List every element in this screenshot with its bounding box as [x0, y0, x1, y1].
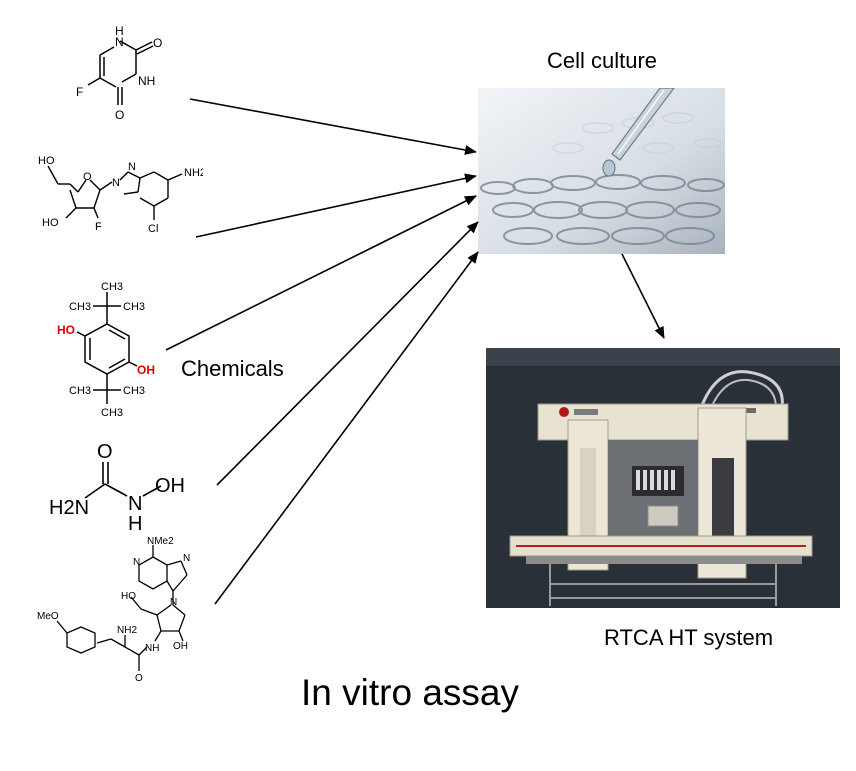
atom-h: H — [128, 513, 142, 532]
cell-culture-photo — [478, 88, 725, 254]
atom-o: O — [83, 171, 92, 183]
atom-n: N — [112, 177, 120, 189]
atom-n: N — [128, 493, 142, 515]
atom-h2n: H2N — [49, 497, 89, 519]
atom-ho: HO — [42, 217, 59, 229]
atom-ch3: CH3 — [69, 301, 91, 313]
chemical-structure-puromycin: NMe2 N N N HO OH MeO NH2 NH O — [37, 536, 190, 684]
arrow-chem4-to-culture — [216, 221, 479, 486]
atom-o: O — [97, 441, 113, 463]
atom-n: N — [133, 557, 140, 568]
arrow-chem1-to-culture — [189, 98, 477, 155]
atom-ch3: CH3 — [101, 281, 123, 293]
atom-nh2: NH2 — [117, 625, 137, 636]
rtca-instrument-photo — [486, 348, 840, 608]
hydroxyl-ho: HO — [57, 323, 75, 337]
atom-nh2: NH2 — [184, 167, 203, 179]
atom-ch3: CH3 — [101, 407, 123, 419]
atom-n: N — [183, 553, 190, 564]
atom-o: O — [135, 673, 143, 684]
atom-nh: NH — [138, 74, 155, 88]
chemical-structure-hydroquinone: CH3 CH3 CH3 CH3 CH3 CH3 HO OH — [57, 281, 155, 419]
hydroxyl-oh: OH — [137, 363, 155, 377]
atom-n: N — [115, 35, 124, 49]
atom-meo: MeO — [37, 611, 59, 622]
arrow-chem3-to-culture — [165, 195, 477, 351]
arrow-culture-to-rtca — [621, 253, 665, 339]
rtca-system-label: RTCA HT system — [604, 625, 774, 650]
arrow-chem2-to-culture — [195, 173, 477, 238]
atom-nme2: NMe2 — [147, 536, 174, 547]
atom-oh: OH — [173, 641, 188, 652]
chemical-structure-fluorouracil: H N O NH O F — [76, 25, 162, 122]
atom-cl: Cl — [148, 223, 158, 235]
page-title: In vitro assay — [301, 672, 519, 713]
atom-o: O — [153, 36, 162, 50]
chemicals-label: Chemicals — [181, 356, 284, 381]
atom-ho: HO — [121, 591, 136, 602]
atom-f: F — [76, 85, 83, 99]
atom-ho: HO — [38, 155, 55, 167]
atom-nh: NH — [145, 643, 159, 654]
atom-ch3: CH3 — [69, 385, 91, 397]
atom-n: N — [128, 161, 136, 173]
atom-oh: OH — [155, 475, 185, 497]
atom-h: H — [115, 25, 124, 38]
chemical-structure-hydroxyurea: O OH H2N N H — [49, 441, 185, 532]
atom-ch3: CH3 — [123, 301, 145, 313]
atom-f: F — [95, 221, 102, 233]
atom-o: O — [115, 108, 124, 122]
chemical-structure-nucleoside: HO O N N NH2 HO F Cl — [38, 155, 203, 235]
atom-ch3: CH3 — [123, 385, 145, 397]
cell-culture-label: Cell culture — [547, 48, 658, 73]
atom-n: N — [170, 597, 177, 608]
arrow-chem5-to-culture — [214, 251, 479, 605]
